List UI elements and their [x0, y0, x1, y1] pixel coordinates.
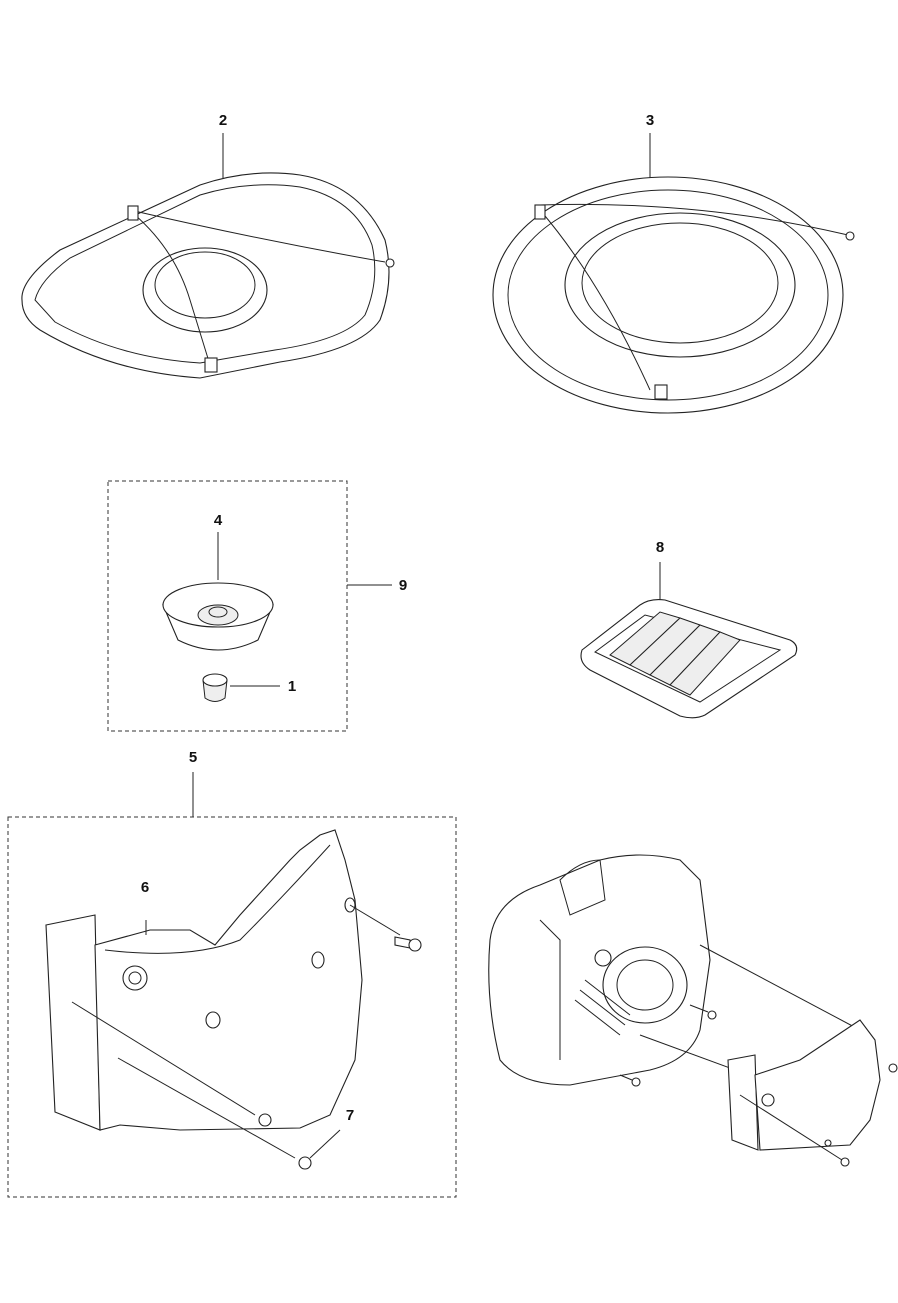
label-part-1: 1	[288, 678, 296, 695]
part-8-filter-element	[580, 562, 798, 719]
label-part-2: 2	[219, 112, 227, 129]
label-part-5: 5	[189, 749, 197, 766]
part-6-cylinder-cover	[45, 829, 363, 1131]
kit-5-boundary	[7, 816, 457, 1198]
part-1-nut	[202, 673, 280, 702]
label-part-8: 8	[656, 539, 664, 556]
label-part-4: 4	[214, 512, 223, 529]
label-part-3: 3	[646, 112, 654, 129]
label-part-6: 6	[141, 879, 149, 896]
part-4-cup	[162, 532, 274, 651]
part-3-filter-cover-round	[492, 133, 855, 414]
label-part-7: 7	[346, 1107, 354, 1124]
engine-assembly-view	[488, 854, 898, 1167]
part-7-screws	[71, 904, 422, 1170]
label-part-9: 9	[399, 577, 407, 594]
kit-9-boundary	[107, 480, 348, 732]
part-2-filter-cover	[21, 133, 395, 379]
